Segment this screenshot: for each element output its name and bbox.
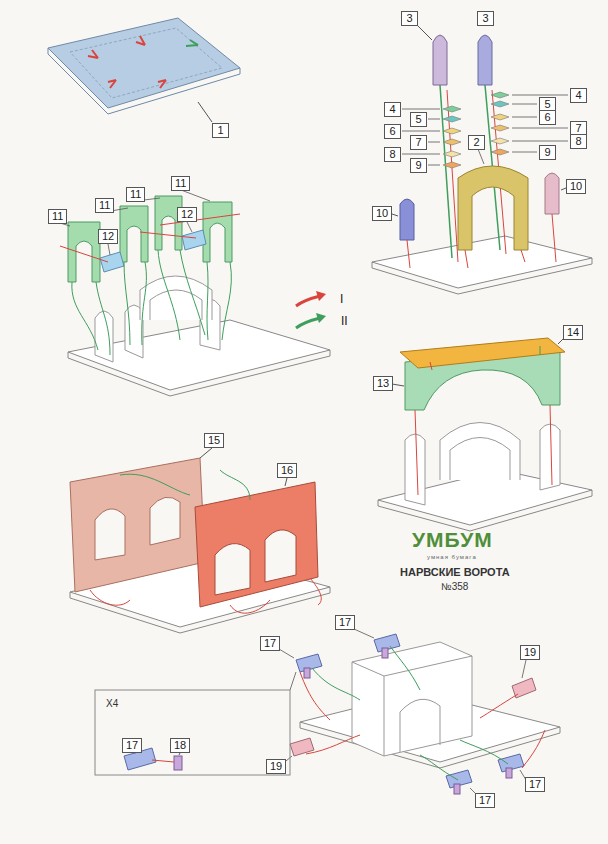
step-final [95,629,560,796]
callout-number: 14 [563,325,583,340]
callout-number: 17 [525,777,545,792]
callout-number: 11 [48,209,67,224]
callout-number: 9 [539,145,556,160]
legend-label: I [340,292,343,306]
callout-number: 3 [401,11,418,26]
legend-arrows [296,291,326,328]
step-arch [378,338,592,531]
callout-number: 2 [468,135,485,150]
callout-number: 8 [384,147,401,162]
callout-number: 15 [204,433,224,448]
model-title: НАРВСКИЕ ВОРОТА [400,566,510,578]
callout-number: 13 [373,376,393,391]
legend-label: II [341,314,348,328]
brand-logo: УМБУМ [412,528,493,552]
callout-number: 17 [475,793,495,808]
callout-number: 6 [539,110,556,125]
callout-number: 11 [171,176,190,191]
callout-number: 4 [570,88,587,103]
callout-number: 4 [384,102,401,117]
callout-number: 11 [126,187,145,202]
callout-number: 16 [277,463,297,478]
callout-number: 7 [410,135,427,150]
callout-number: 18 [170,738,190,753]
brand-tagline: умная бумага [427,554,477,560]
callout-number: 17 [260,636,280,651]
callout-number: 19 [266,759,286,774]
callout-number: 10 [566,179,586,194]
note-text: X4 [106,698,118,709]
callout-number: 8 [570,134,587,149]
callout-number: 11 [95,198,114,213]
callout-number: 19 [520,645,540,660]
callout-number: 6 [384,124,401,139]
callout-number: 17 [335,615,355,630]
callout-number: 9 [410,158,427,173]
callout-number: 1 [212,123,229,138]
note-text: №358 [441,581,468,592]
step-green-pieces [60,190,330,396]
step-walls [70,448,330,633]
callout-number: 17 [122,738,142,753]
step-columns [372,26,592,294]
base-tray [48,18,240,122]
callout-number: 12 [177,207,197,222]
callout-number: 3 [477,11,494,26]
callout-number: 12 [98,229,118,244]
callout-number: 5 [410,112,427,127]
callout-number: 10 [372,206,392,221]
